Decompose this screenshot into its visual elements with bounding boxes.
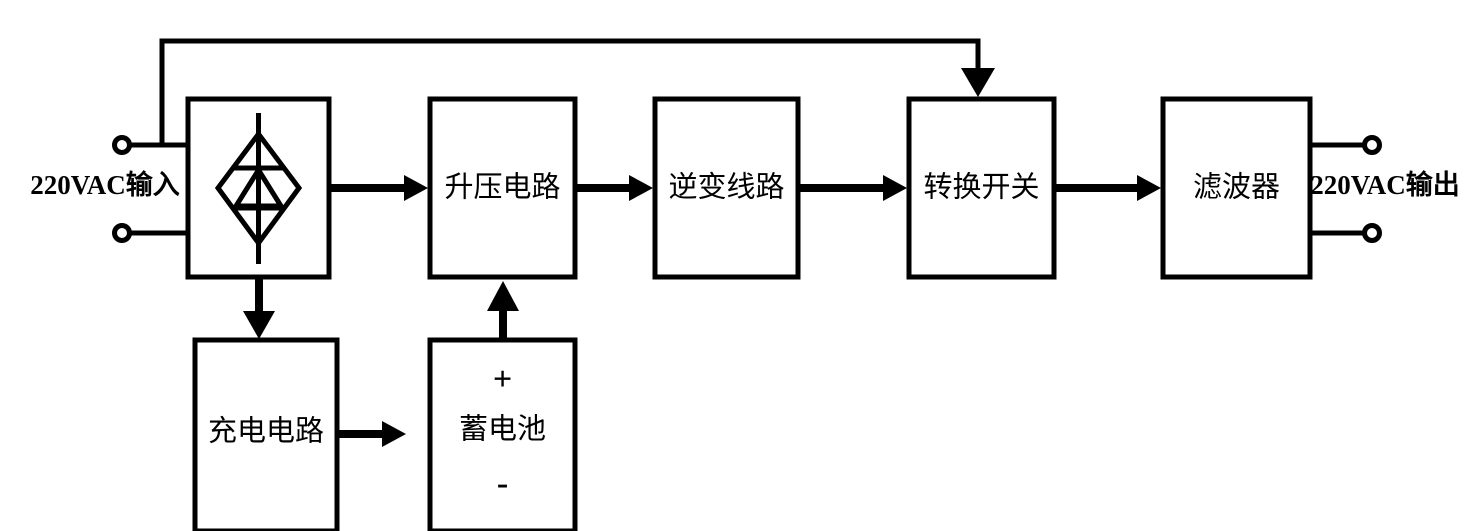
block-battery[interactable]: + 蓄电池 - [427,337,578,531]
block-boost-rect [427,96,578,280]
ac-input-group [112,135,190,243]
block-rectifier[interactable] [185,96,332,280]
ac-output-group [1308,135,1382,243]
output-terminal-top[interactable] [1362,135,1382,155]
input-terminal-top[interactable] [112,135,132,155]
input-label: 220VAC输入 [30,169,180,200]
block-inverter-rect [652,96,801,280]
output-label: 220VAC输出 [1310,169,1460,200]
arrow-head-6-icon [487,281,519,311]
bypass-wire [159,38,981,145]
battery-minus-symbol: - [497,465,508,502]
block-battery-rect [427,337,578,531]
arrow-inverter-to-switch [800,175,907,201]
block-filter-rect [1160,96,1313,280]
block-charger-rect [192,337,340,531]
block-transfer-switch-rect [906,96,1057,280]
block-boost-label: 升压电路 [444,171,560,204]
block-charger[interactable]: 充电电路 [192,337,340,531]
block-charger-label: 充电电路 [208,415,324,448]
arrow-boost-to-inverter [577,175,653,201]
arrow-head-2-icon [629,175,653,201]
arrow-battery-to-boost [487,281,519,339]
arrow-head-4-icon [1137,175,1161,201]
arrow-head-3-icon [883,175,907,201]
block-inverter[interactable]: 逆变线路 [652,96,801,280]
arrow-head-7-icon [382,421,406,447]
arrow-rectifier-to-charger [243,279,275,339]
block-boost[interactable]: 升压电路 [427,96,578,280]
arrow-head-5-icon [243,311,275,339]
rectifier-bridge-icon [214,113,303,264]
input-terminal-bottom[interactable] [112,223,132,243]
block-inverter-label: 逆变线路 [668,171,784,204]
bypass-arrowhead-icon [961,68,995,97]
battery-plus-symbol: + [493,361,512,398]
block-battery-label: 蓄电池 [459,413,546,446]
arrow-switch-to-filter [1056,175,1161,201]
block-transfer-switch-label: 转换开关 [923,171,1039,204]
output-terminal-bottom[interactable] [1362,223,1382,243]
bypass-path [159,38,995,145]
block-transfer-switch[interactable]: 转换开关 [906,96,1057,280]
block-filter[interactable]: 滤波器 [1160,96,1313,280]
block-filter-label: 滤波器 [1193,171,1280,204]
rectifier-diamond [214,129,303,248]
arrow-rectifier-to-boost [331,175,428,201]
arrow-head-1-icon [404,175,428,201]
arrow-charger-to-battery [339,421,406,447]
